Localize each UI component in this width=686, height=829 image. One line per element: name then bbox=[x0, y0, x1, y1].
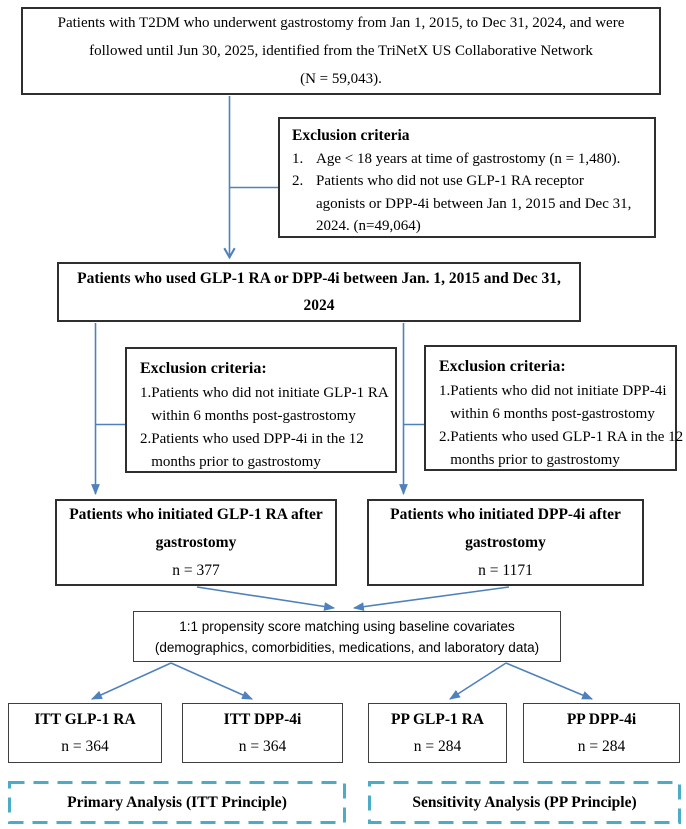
source-population-box: Patients with T2DM who underwent gastros… bbox=[21, 7, 661, 95]
exclusion-item: 2. Patients who used DPP-4i in the 12 mo… bbox=[140, 431, 364, 470]
pp-dpp4i-count: n = 284 bbox=[577, 738, 626, 755]
exclusion-criteria-dpp4i-box: Exclusion criteria: 1. Patients who did … bbox=[424, 345, 684, 471]
exclusion-criteria-glp1-box: Exclusion criteria: 1. Patients who did … bbox=[125, 347, 397, 473]
itt-glp1-box: ITT GLP-1 RA n = 364 bbox=[8, 703, 162, 763]
exclusion-item: 2. Patients who used GLP-1 RA in the 12 … bbox=[439, 429, 684, 468]
glp1-count: n = 377 bbox=[172, 561, 220, 579]
cohort-box: Patients who used GLP-1 RA or DPP-4i bet… bbox=[57, 262, 581, 322]
pp-glp1-box: PP GLP-1 RA n = 284 bbox=[368, 703, 507, 763]
itt-glp1-count: n = 364 bbox=[61, 738, 109, 755]
itt-dpp4i-count: n = 364 bbox=[238, 738, 287, 755]
source-line: Patients with T2DM who underwent gastros… bbox=[57, 15, 625, 31]
exclusion-item: 1. Patients who did not initiate DPP-4i … bbox=[439, 383, 667, 422]
itt-dpp4i-box: ITT DPP-4i n = 364 bbox=[182, 703, 343, 763]
exclusion-title: Exclusion criteria bbox=[292, 127, 410, 144]
source-line: (N = 59,043). bbox=[300, 71, 382, 87]
exclusion-title: Exclusion criteria: bbox=[140, 360, 267, 377]
primary-analysis-label: Primary Analysis (ITT Principle) bbox=[67, 793, 287, 811]
pp-glp1-count: n = 284 bbox=[413, 738, 462, 755]
pp-dpp4i-box: PP DPP-4i n = 284 bbox=[523, 703, 680, 763]
source-line: followed until Jun 30, 2025, identified … bbox=[89, 43, 593, 59]
glp1-initiators-box: Patients who initiated GLP-1 RA after ga… bbox=[55, 499, 337, 586]
dpp4i-initiators-box: Patients who initiated DPP-4i after gast… bbox=[367, 499, 644, 586]
sensitivity-analysis-label: Sensitivity Analysis (PP Principle) bbox=[412, 793, 637, 811]
exclusion-item: 1. Age < 18 years at time of gastrostomy… bbox=[292, 150, 621, 167]
exclusion-item: 2. Patients who did not use GLP-1 RA rec… bbox=[292, 173, 632, 234]
exclusion-criteria-top-box: Exclusion criteria 1. Age < 18 years at … bbox=[278, 117, 656, 238]
sensitivity-analysis-frame bbox=[368, 781, 681, 824]
exclusion-item: 1. Patients who did not initiate GLP-1 R… bbox=[140, 385, 389, 424]
dpp4i-count: n = 1171 bbox=[478, 561, 533, 579]
primary-analysis-frame bbox=[8, 781, 346, 824]
exclusion-title: Exclusion criteria: bbox=[439, 358, 566, 375]
propensity-matching-box: 1:1 propensity score matching using base… bbox=[133, 611, 561, 662]
